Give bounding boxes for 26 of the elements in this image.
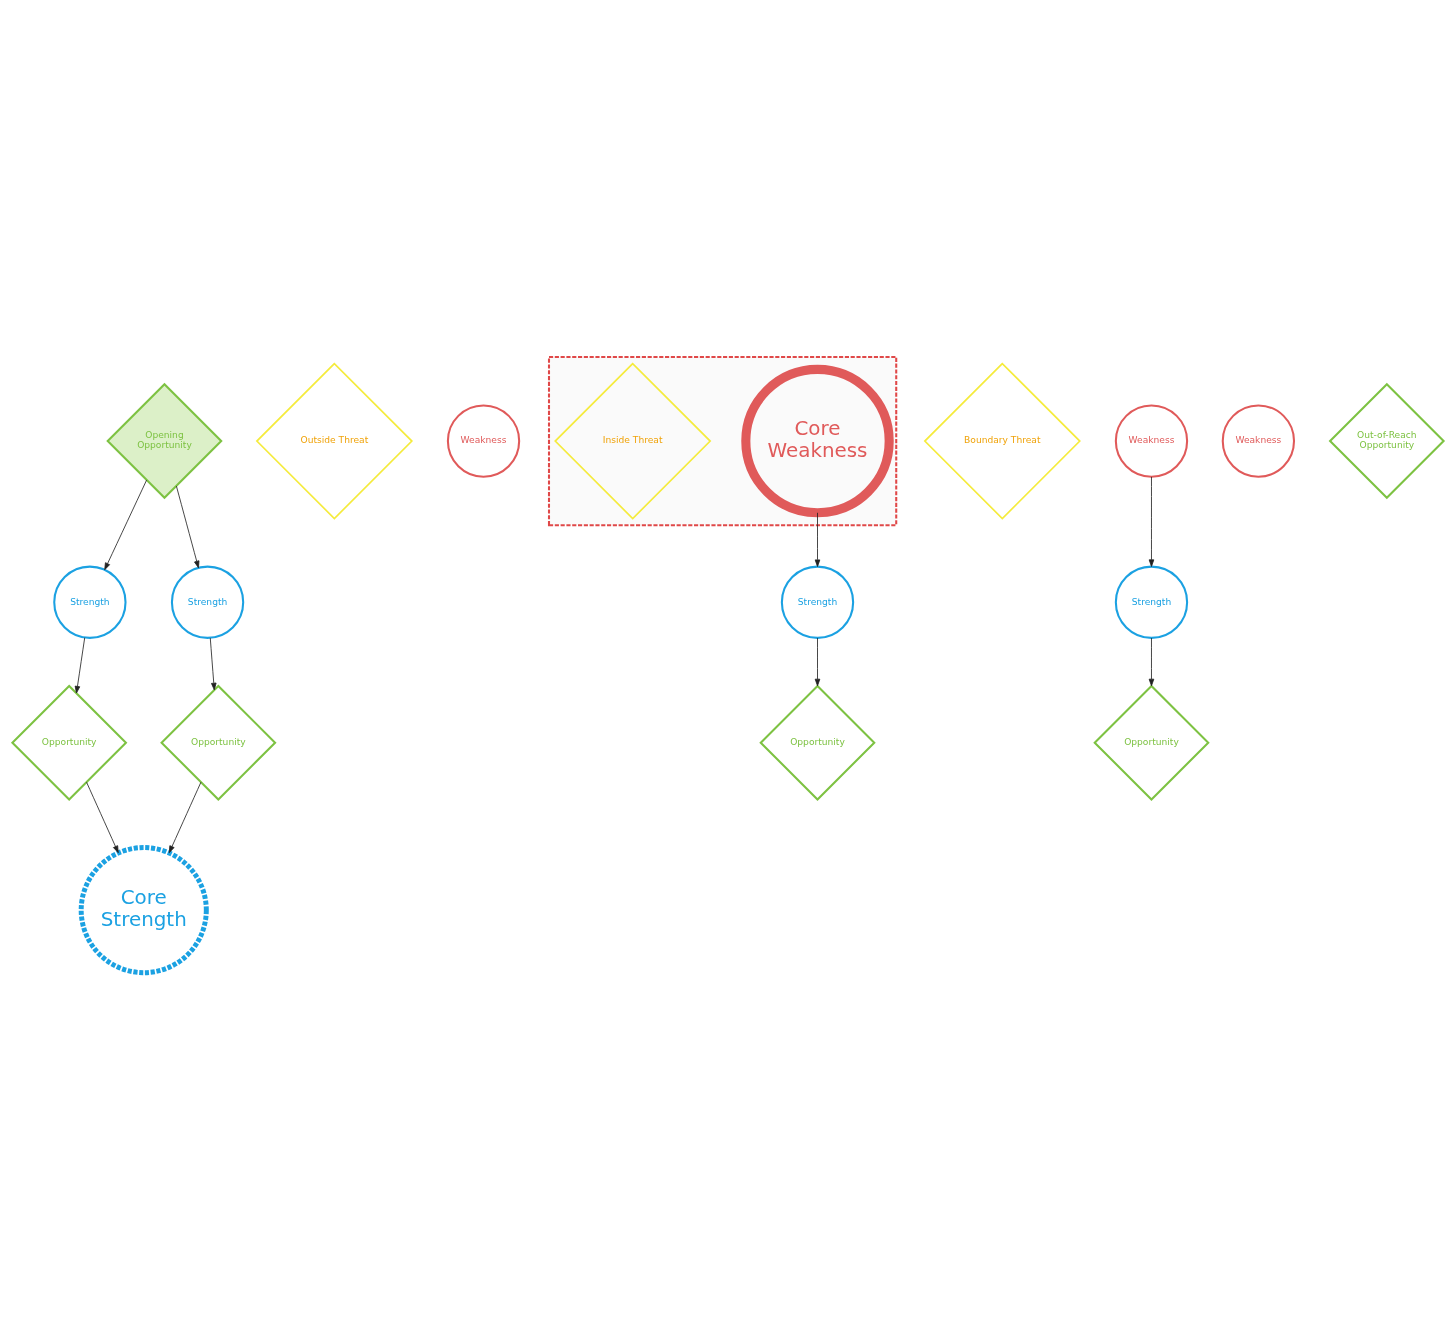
node-circle: Strength [1114,565,1189,639]
node-circle: Strength [170,565,245,639]
arrow [86,781,119,854]
arrow [1148,637,1155,687]
arrow [168,781,202,854]
arrow [104,479,147,571]
arrow [176,485,200,569]
node-diamond: Out-of-Reach Opportunity [1328,382,1446,500]
node-circle: Weakness [1114,404,1189,478]
node-circle: Weakness [446,404,521,478]
cluster [547,355,898,527]
node-diamond: Opportunity [759,684,876,801]
node-diamond: Opportunity [1093,684,1210,801]
node-diamond: Opening Opportunity [106,382,223,500]
node-circle: Strength [780,565,855,639]
node-circle: Core Weakness [741,364,894,518]
node-circle: Strength [53,565,127,639]
node-diamond: Inside Threat [554,362,712,520]
arrow [814,637,821,687]
node-circle: Weakness [1221,404,1296,478]
arrow [814,512,821,567]
arrow [1148,476,1155,567]
node-diamond: Outside Threat [255,362,413,520]
node-diamond: Boundary Threat [923,362,1081,520]
arrow [209,637,217,691]
arrow [74,637,86,694]
